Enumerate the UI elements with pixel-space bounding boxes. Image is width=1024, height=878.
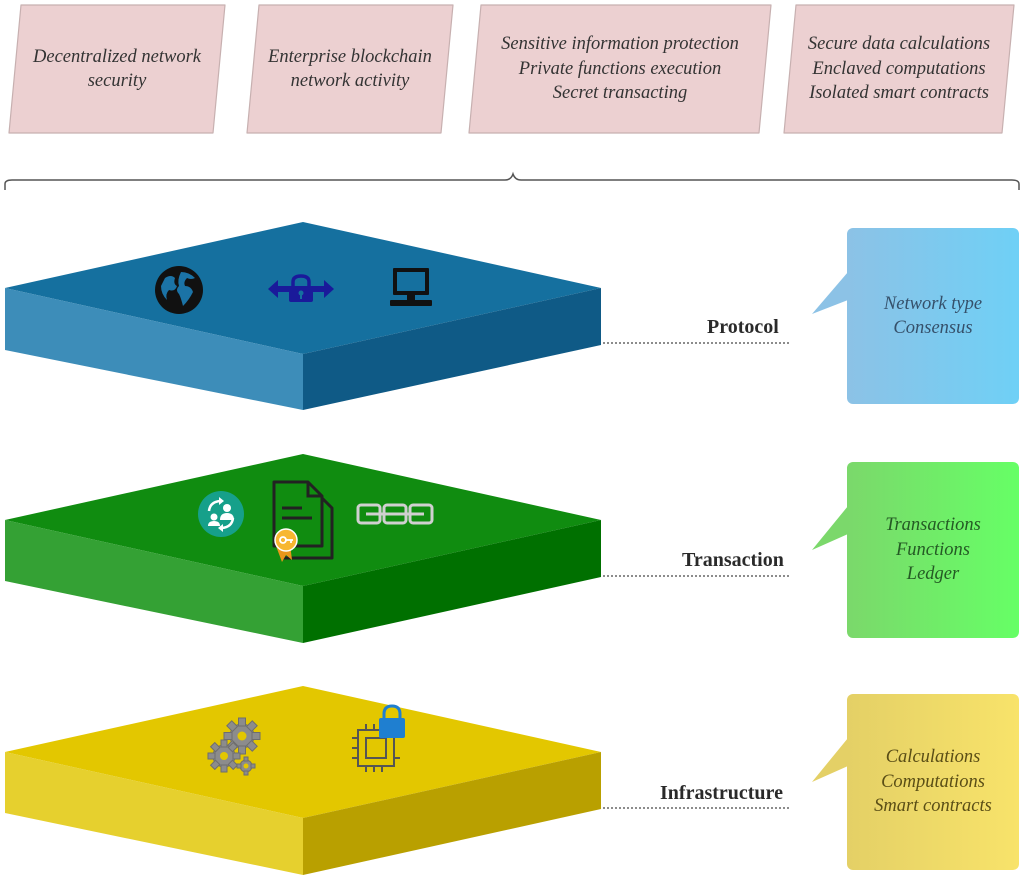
secure-chip-icon [352,704,405,772]
callout-line: Functions [896,539,970,560]
transaction-label: Transaction [682,549,784,571]
grouping-brace [4,171,1020,190]
infrastructure-callout: Calculations Computations Smart contract… [847,694,1019,870]
callout-line: Calculations [885,747,981,768]
callout-line: Transactions [885,515,981,536]
top-box-line: Enterprise blockchain [268,46,432,67]
callout-line: Network type [883,293,983,314]
transaction-callout: Transactions Functions Ledger [847,462,1019,638]
certified-document-icon [272,480,334,562]
computer-icon [390,268,432,306]
top-box-line: Private functions execution [518,58,722,79]
top-box-network-activity: Enterprise blockchain network activity [245,4,455,134]
lock-transfer-icon [268,274,334,302]
top-box-line: Secret transacting [552,83,688,104]
top-box-line: Sensitive information protection [501,34,739,55]
chain-link-icon [356,503,434,525]
protocol-slab [5,222,601,410]
callout-line: Consensus [893,318,973,338]
top-box-line: network activity [290,71,410,91]
top-box-network-security: Decentralized network security [7,4,227,134]
top-box-line: security [87,71,147,91]
gears-icon [207,717,261,776]
top-box-information-protection: Sensitive information protection Private… [467,4,773,134]
protocol-label: Protocol [707,316,779,338]
user-exchange-icon [198,491,244,537]
infrastructure-label: Infrastructure [660,782,783,804]
top-box-line: Decentralized network [33,46,201,67]
top-box-line: Secure data calculations [807,34,991,55]
infrastructure-slab [5,686,601,875]
top-box-line: Isolated smart contracts [809,83,989,104]
callout-line: Smart contracts [874,796,992,817]
protocol-callout: Network type Consensus [847,228,1019,404]
top-box-secure-calculations: Secure data calculations Enclaved comput… [782,4,1016,134]
globe-icon [155,266,203,314]
infrastructure-callout-pointer [812,738,848,782]
callout-line: Ledger [906,564,960,585]
protocol-callout-pointer [812,272,848,314]
callout-line: Computations [881,771,985,792]
top-box-line: Enclaved computations [812,58,986,79]
transaction-callout-pointer [812,506,848,550]
